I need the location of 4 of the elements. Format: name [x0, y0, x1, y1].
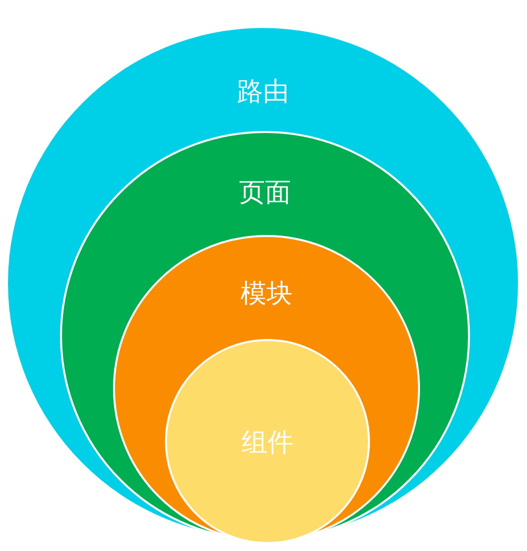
circle-label: 页面 — [239, 178, 291, 208]
circle-label: 模块 — [240, 279, 292, 309]
circle-label: 组件 — [242, 428, 294, 458]
circle-label: 路由 — [237, 77, 289, 107]
